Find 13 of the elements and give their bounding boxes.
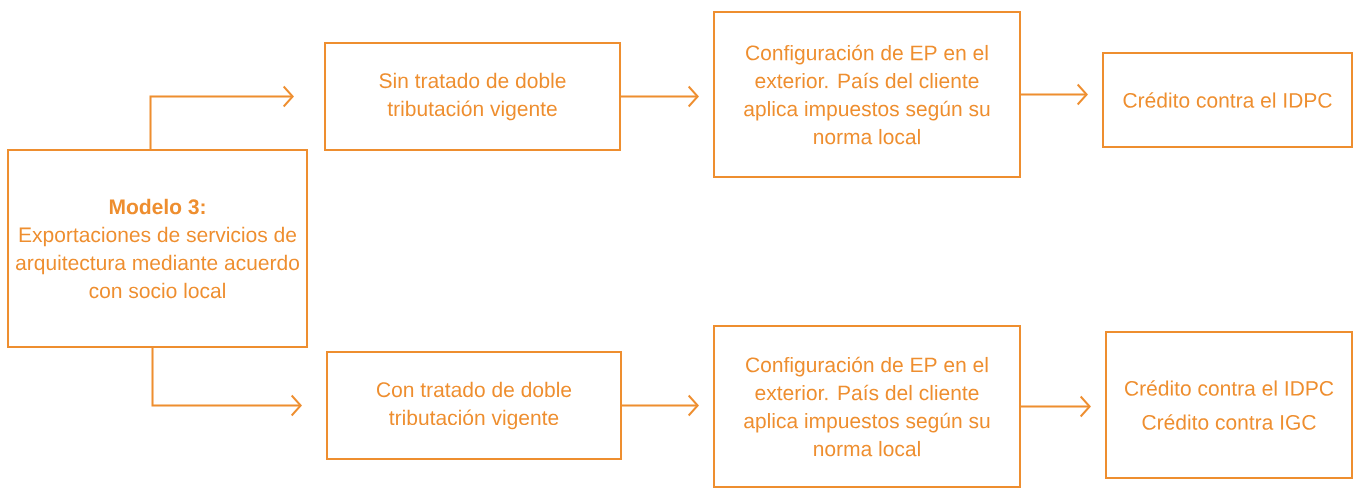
process-box: Modelo 3: Exportaciones de servicios de arquitectura mediante acuerdo con socio local bbox=[7, 149, 308, 348]
arrow bbox=[620, 85, 699, 108]
arrow bbox=[151, 347, 302, 417]
process-box: Crédito contra el IDPC bbox=[1102, 52, 1353, 148]
process-box: Sin tratado de doble tributación vigente bbox=[324, 42, 621, 151]
process-box: Configuración de EP en el exterior. País del cliente aplica impuestos según su norma local bbox=[713, 11, 1021, 178]
process-box: Configuración de EP en el exterior. País del cliente aplica impuestos según su norma local bbox=[713, 325, 1021, 488]
arrow bbox=[149, 85, 294, 150]
arrow bbox=[621, 394, 699, 417]
process-box: Crédito contra el IDPC Crédito contra IGC bbox=[1105, 331, 1353, 479]
arrow bbox=[1020, 395, 1091, 418]
arrow bbox=[1020, 83, 1088, 106]
process-box: Con tratado de doble tributación vigente bbox=[326, 351, 622, 460]
